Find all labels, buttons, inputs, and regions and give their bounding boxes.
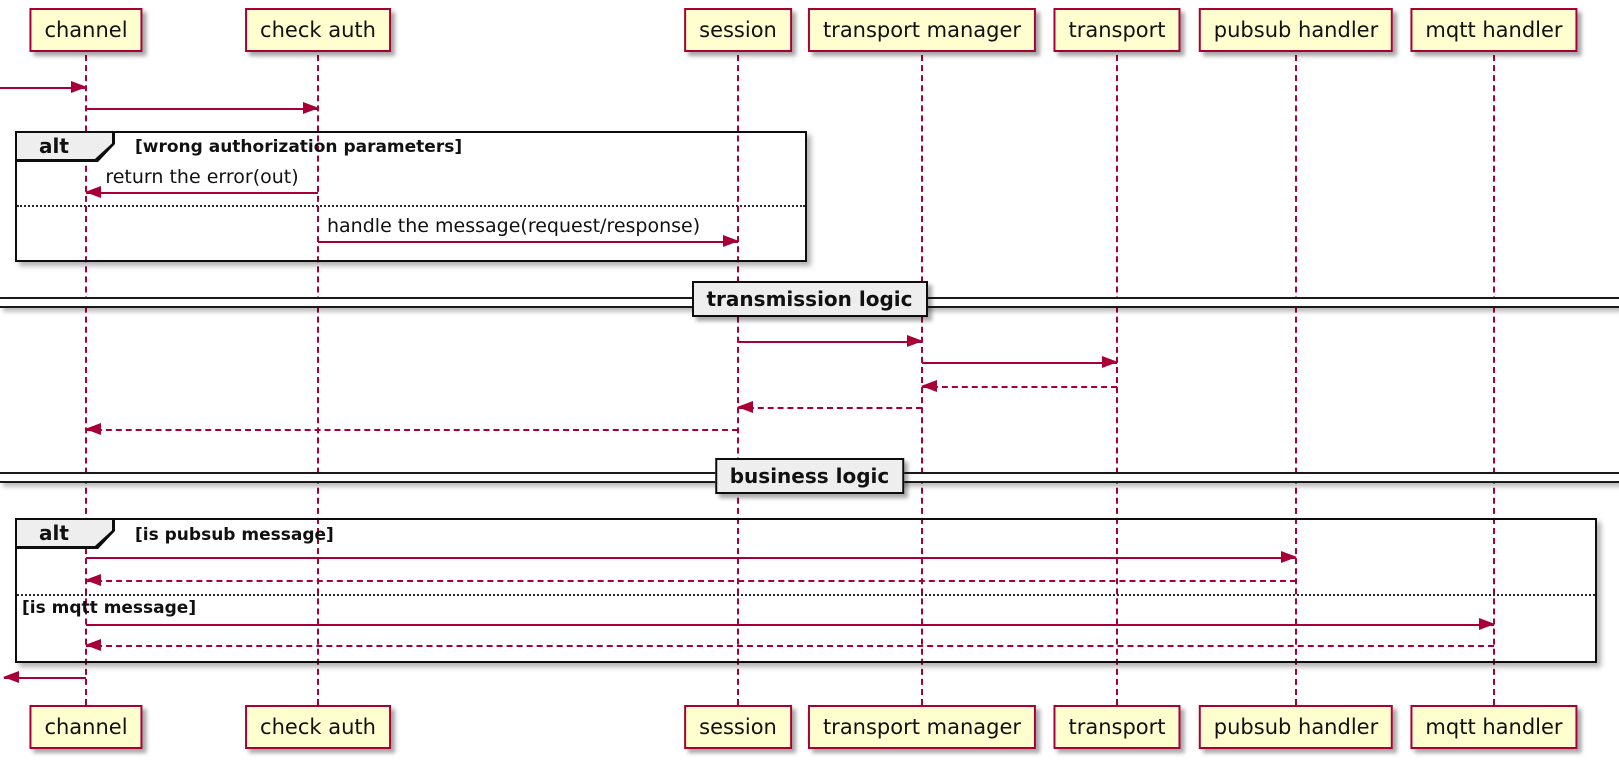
alt-condition-wrong-authorization: [wrong authorization parameters] [135, 137, 463, 157]
arrowhead [1281, 551, 1297, 563]
alt-operator-tab: alt [15, 518, 115, 549]
arrowhead [921, 380, 937, 392]
message-arrow-mqtt-handler-return [85, 639, 1494, 651]
message-arrow-channel-to-mqtt-handler [86, 618, 1495, 630]
alt-operator-label: alt [17, 133, 112, 159]
arrowhead [737, 401, 753, 413]
arrowhead [1102, 356, 1118, 368]
participant-check-auth-bottom: check auth [245, 705, 391, 750]
lifeline-transport [1116, 55, 1118, 705]
participant-mqtt-handler-bottom: mqtt handler [1410, 705, 1578, 750]
participant-mqtt-handler-top: mqtt handler [1410, 8, 1578, 53]
message-arrow-channel-to-pubsub-handler [86, 551, 1297, 563]
participant-transport-manager-top: transport manager [807, 8, 1037, 53]
arrowhead [907, 335, 923, 347]
message-arrow-session-to-transport-manager [738, 335, 923, 347]
message-arrow-incoming [0, 81, 87, 93]
arrowhead [71, 81, 87, 93]
participant-channel-top: channel [29, 8, 143, 53]
lifeline-check-auth [317, 55, 319, 705]
message-label-handle-message: handle the message(request/response) [327, 215, 701, 237]
arrowhead [85, 423, 101, 435]
participant-session-bottom: session [684, 705, 792, 750]
arrowhead [723, 235, 739, 247]
alt-condition-is-pubsub: [is pubsub message] [135, 525, 334, 545]
message-label-return-error: return the error(out) [105, 166, 299, 188]
message-arrow-return-error [85, 186, 318, 198]
message-arrow-outgoing [3, 671, 86, 683]
lifeline-session [737, 55, 739, 705]
alt-else-separator [17, 594, 1595, 596]
participant-transport-top: transport [1053, 8, 1181, 53]
arrowhead [3, 671, 19, 683]
message-arrow-transport-return [921, 380, 1117, 392]
participant-pubsub-handler-bottom: pubsub handler [1198, 705, 1394, 750]
message-arrow-session-return [85, 423, 738, 435]
arrowhead [85, 574, 101, 586]
alt-operator-tab: alt [15, 131, 115, 162]
participant-transport-bottom: transport [1053, 705, 1181, 750]
arrowhead [85, 186, 101, 198]
arrowhead [303, 102, 319, 114]
message-arrow-pubsub-handler-return [85, 574, 1296, 586]
participant-session-top: session [684, 8, 792, 53]
divider-label-transmission-logic: transmission logic [691, 281, 928, 317]
participant-pubsub-handler-top: pubsub handler [1198, 8, 1394, 53]
message-arrow-transport-manager-to-transport [922, 356, 1118, 368]
arrowhead [1479, 618, 1495, 630]
participant-transport-manager-bottom: transport manager [807, 705, 1037, 750]
divider-label-business-logic: business logic [714, 458, 905, 494]
alt-else-separator [17, 205, 805, 207]
lifeline-pubsub-handler [1295, 55, 1297, 705]
lifeline-channel [85, 55, 87, 705]
alt-operator-label: alt [17, 520, 112, 546]
participant-check-auth-top: check auth [245, 8, 391, 53]
arrowhead [85, 639, 101, 651]
participant-channel-bottom: channel [29, 705, 143, 750]
alt-condition-is-mqtt: [is mqtt message] [22, 598, 197, 618]
message-arrow-channel-to-check-auth [86, 102, 319, 114]
message-arrow-transport-manager-return [737, 401, 922, 413]
alt-frame-message-type: alt [is pubsub message] [is mqtt message… [15, 518, 1597, 663]
message-arrow-handle-message [318, 235, 739, 247]
alt-frame-authorization: alt [wrong authorization parameters] [15, 131, 807, 262]
lifeline-mqtt-handler [1493, 55, 1495, 705]
